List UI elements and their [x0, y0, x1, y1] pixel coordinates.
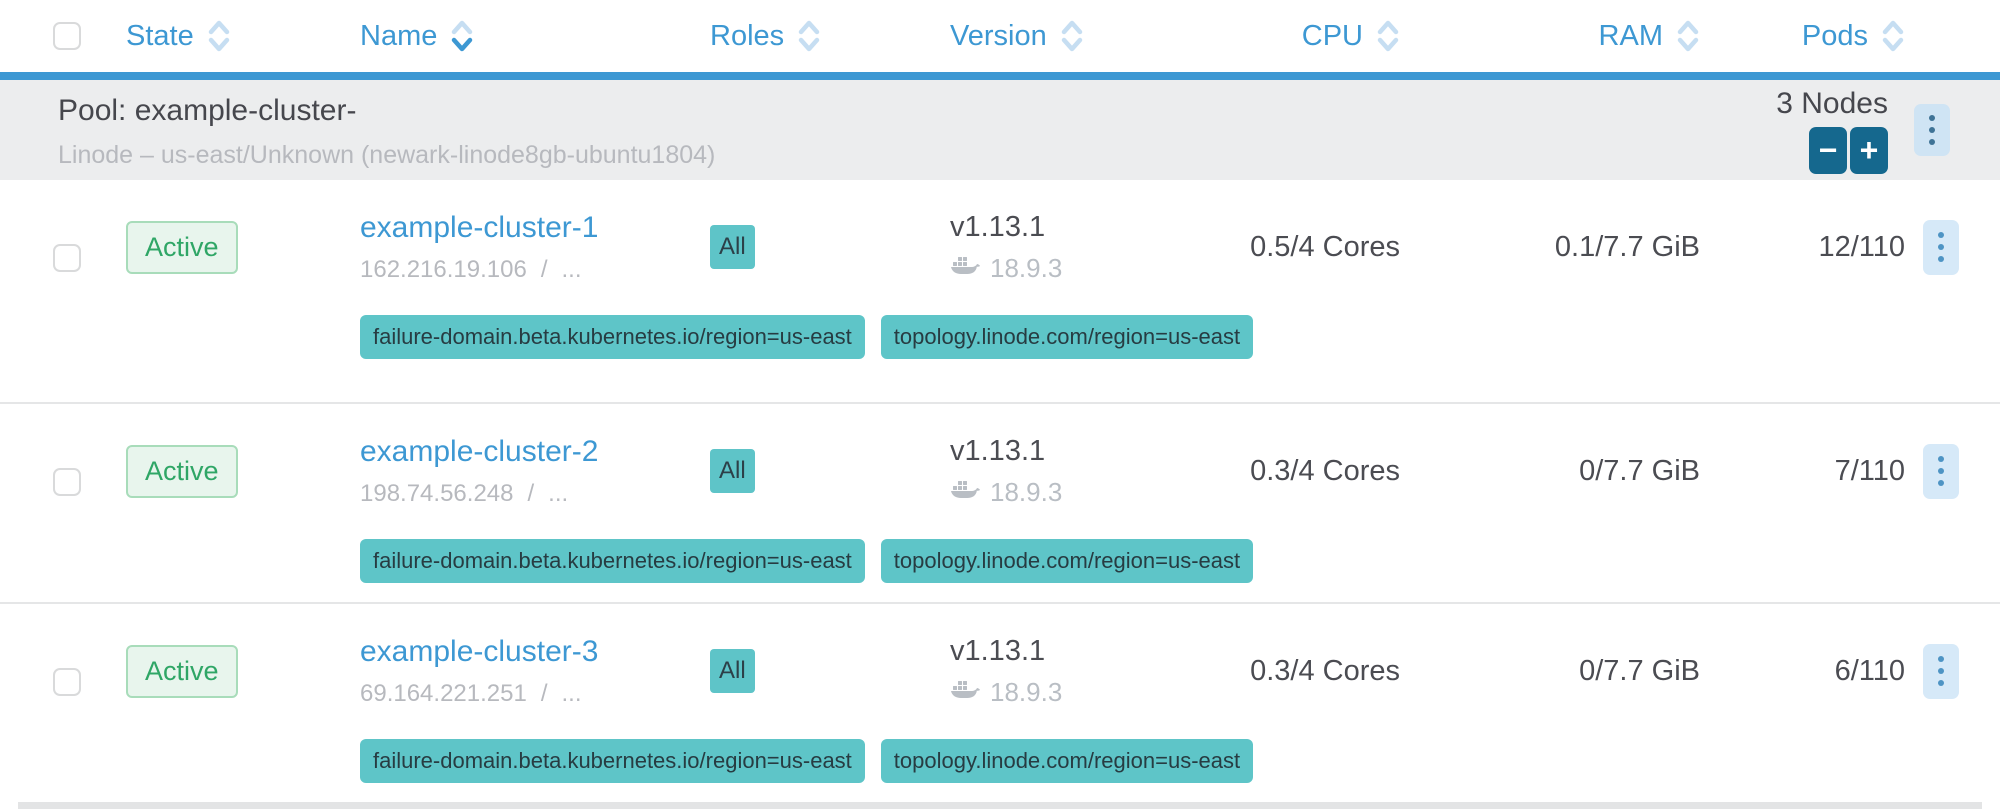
- row-checkbox[interactable]: [53, 668, 81, 696]
- docker-version: 18.9.3: [990, 252, 1063, 283]
- column-label: Pods: [1801, 19, 1868, 52]
- cpu-usage: 0.3/4 Cores: [1250, 454, 1400, 487]
- node-label-tag: failure-domain.beta.kubernetes.io/region…: [360, 315, 865, 359]
- node-label-tag: topology.linode.com/region=us-east: [880, 315, 1254, 359]
- ram-usage: 0/7.7 GiB: [1579, 654, 1700, 687]
- sort-icon[interactable]: [1676, 18, 1700, 54]
- pool-node-count: 3 Nodes: [1776, 86, 1888, 120]
- table-row: Active example-cluster-2 198.74.56.248 /…: [0, 402, 2000, 602]
- kubernetes-version: v1.13.1: [950, 634, 1046, 667]
- docker-version: 18.9.3: [990, 676, 1063, 707]
- sort-icon[interactable]: [1060, 18, 1084, 54]
- node-label-tag: topology.linode.com/region=us-east: [880, 739, 1254, 783]
- ip-more-ellipsis[interactable]: ...: [561, 679, 582, 707]
- row-checkbox[interactable]: [53, 244, 81, 272]
- node-name-link[interactable]: example-cluster-1: [360, 210, 599, 244]
- node-name-link[interactable]: example-cluster-2: [360, 434, 599, 468]
- ram-usage: 0/7.7 GiB: [1579, 454, 1700, 487]
- sort-icon[interactable]: [797, 18, 821, 54]
- vertical-ellipsis-icon: [1938, 656, 1944, 686]
- vertical-ellipsis-icon: [1938, 232, 1944, 262]
- column-label: RAM: [1598, 19, 1663, 52]
- ram-usage: 0.1/7.7 GiB: [1554, 230, 1700, 263]
- row-checkbox[interactable]: [53, 468, 81, 496]
- status-badge: Active: [126, 444, 238, 498]
- column-header-version[interactable]: Version: [950, 18, 1230, 54]
- vertical-ellipsis-icon: [1938, 456, 1944, 486]
- header-accent-bar: [0, 72, 2000, 80]
- vertical-ellipsis-icon: [1929, 115, 1935, 145]
- ip-separator: /: [527, 479, 535, 507]
- status-badge: Active: [126, 220, 238, 274]
- column-header-cpu[interactable]: CPU: [1302, 18, 1400, 54]
- column-label: Version: [950, 19, 1047, 52]
- kubernetes-version: v1.13.1: [950, 210, 1046, 243]
- roles-badge: All: [710, 449, 755, 493]
- ip-more-ellipsis[interactable]: ...: [548, 479, 569, 507]
- docker-whale-icon: [950, 677, 980, 708]
- scale-down-button[interactable]: −: [1809, 126, 1847, 174]
- kubernetes-version: v1.13.1: [950, 434, 1046, 467]
- column-label: Name: [360, 19, 438, 52]
- column-label: State: [126, 19, 194, 52]
- roles-badge: All: [710, 649, 755, 693]
- column-label: CPU: [1301, 19, 1363, 52]
- table-row: Active example-cluster-1 162.216.19.106 …: [0, 202, 2000, 402]
- pool-title: Pool: example-cluster-: [58, 94, 357, 127]
- node-label-tag: failure-domain.beta.kubernetes.io/region…: [360, 539, 865, 583]
- sort-icon[interactable]: [1881, 18, 1905, 54]
- table-header: State Name Roles Version CPU: [0, 0, 2000, 72]
- docker-version: 18.9.3: [990, 476, 1063, 507]
- pods-usage: 6/110: [1834, 654, 1905, 687]
- cpu-usage: 0.3/4 Cores: [1250, 654, 1400, 687]
- table-row: Active example-cluster-3 69.164.221.251 …: [0, 602, 2000, 802]
- node-ip: 162.216.19.106: [360, 255, 527, 283]
- row-actions-menu-button[interactable]: [1923, 643, 1959, 699]
- pods-usage: 7/110: [1834, 454, 1905, 487]
- cpu-usage: 0.5/4 Cores: [1250, 230, 1400, 263]
- node-name-link[interactable]: example-cluster-3: [360, 634, 599, 668]
- column-header-pods[interactable]: Pods: [1802, 18, 1905, 54]
- ip-separator: /: [540, 679, 548, 707]
- column-header-ram[interactable]: RAM: [1599, 18, 1700, 54]
- row-actions-menu-button[interactable]: [1923, 443, 1959, 499]
- column-header-roles[interactable]: Roles: [710, 18, 950, 54]
- ip-more-ellipsis[interactable]: ...: [561, 255, 582, 283]
- ip-separator: /: [540, 255, 548, 283]
- node-ip: 198.74.56.248: [360, 479, 514, 507]
- pool-actions-menu-button[interactable]: [1914, 104, 1950, 156]
- select-all-checkbox[interactable]: [53, 22, 81, 50]
- column-label: Roles: [710, 19, 785, 52]
- pool-header-row: Pool: example-cluster- Linode – us-east/…: [0, 80, 2000, 180]
- status-badge: Active: [126, 644, 238, 698]
- sort-icon[interactable]: [207, 18, 231, 54]
- table-bottom-divider: [18, 802, 1982, 809]
- node-ip: 69.164.221.251: [360, 679, 527, 707]
- docker-whale-icon: [950, 477, 980, 508]
- roles-badge: All: [710, 225, 755, 269]
- scale-up-button[interactable]: +: [1850, 126, 1888, 174]
- column-header-state[interactable]: State: [110, 18, 360, 54]
- pods-usage: 12/110: [1818, 230, 1905, 263]
- node-label-tag: failure-domain.beta.kubernetes.io/region…: [360, 739, 865, 783]
- sort-icon[interactable]: [450, 18, 474, 54]
- sort-icon[interactable]: [1376, 18, 1400, 54]
- docker-whale-icon: [950, 253, 980, 284]
- pool-subtitle: Linode – us-east/Unknown (newark-linode8…: [58, 141, 716, 169]
- column-header-name[interactable]: Name: [360, 18, 710, 54]
- row-actions-menu-button[interactable]: [1923, 219, 1959, 275]
- node-label-tag: topology.linode.com/region=us-east: [880, 539, 1254, 583]
